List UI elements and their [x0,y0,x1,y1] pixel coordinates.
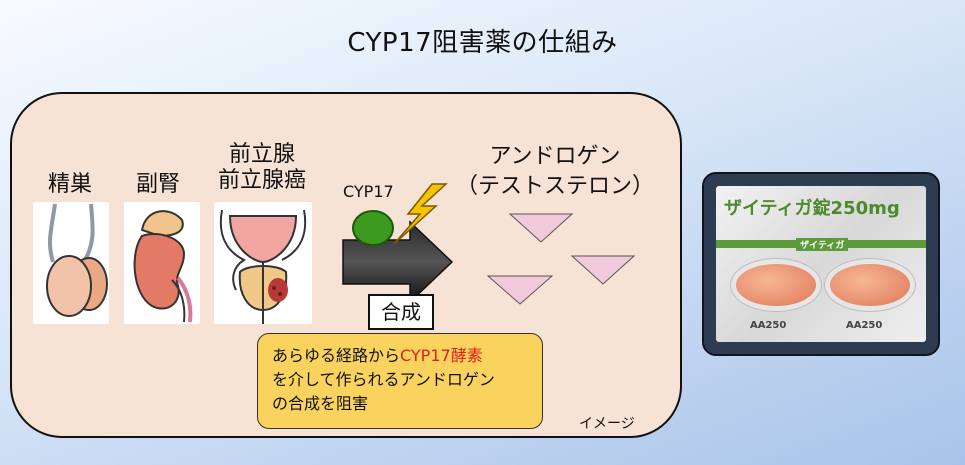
organ-label-prostate-line2: 前立腺癌 [217,168,306,193]
organ-label-testis: 精巣 [47,172,92,197]
organ-label-prostate-line1: 前立腺 [228,142,295,167]
info-callout: あらゆる経路からCYP17酵素 を介して作られるアンドロゲン の合成を阻害 [257,333,543,429]
package-strip-label: ザイティガ [796,238,849,251]
organ-label-adrenal: 副腎 [135,172,180,197]
androgen-label-line1: アンドロゲン [489,144,621,169]
image-note: イメージ [579,416,635,432]
info-highlight: CYP17酵素 [400,346,483,365]
blister-pack: ザイティガ錠250mg ザイティガ AA250 AA250 [716,186,926,342]
testis-illustration [33,202,109,324]
pill-code-right: AA250 [846,320,883,331]
drug-package-photo: ザイティガ錠250mg ザイティガ AA250 AA250 [702,172,940,356]
info-line3: の合成を阻害 [272,394,369,413]
adrenal-kidney-illustration [124,202,200,324]
cyp17-enzyme [352,210,394,246]
pill-code-left: AA250 [750,320,787,331]
androgen-triangle-1 [508,213,574,243]
info-line1: あらゆる経路からCYP17酵素 [272,344,530,368]
pill-left [736,264,816,306]
androgen-triangle-2 [570,255,636,285]
page-title: CYP17阻害薬の仕組み [347,28,618,58]
synthesis-label: 合成 [368,294,434,330]
androgen-label: アンドロゲン （テストステロン） [455,142,655,202]
androgen-label-line2: （テストステロン） [455,174,654,199]
info-line2: を介して作られるアンドロゲン [272,370,495,389]
organ-label-prostate: 前立腺 前立腺癌 [212,142,312,194]
lightning-bolt-icon [393,183,448,245]
cyp17-label: CYP17 [343,182,394,201]
pill-right [830,264,910,306]
androgen-triangle-3 [486,275,554,305]
prostate-illustration [214,202,312,324]
info-line1-text: あらゆる経路から [272,346,401,365]
package-brand: ザイティガ錠250mg [724,198,900,219]
